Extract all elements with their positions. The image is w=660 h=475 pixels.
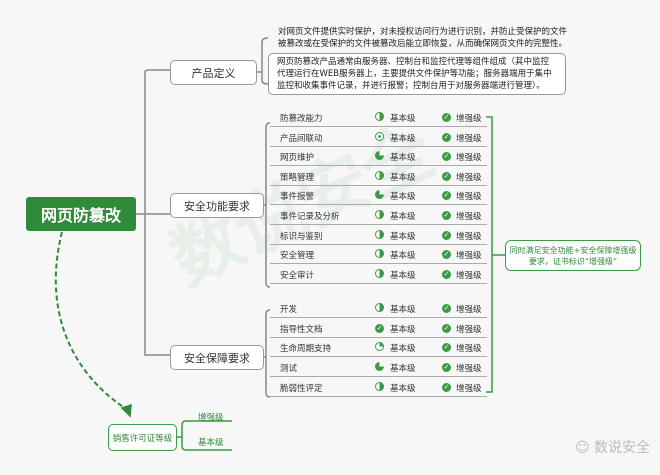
check-circle-icon: ✓: [442, 191, 451, 201]
enhanced-level-label: 增强级: [456, 270, 482, 281]
requirement-name: 事件报警: [280, 192, 315, 203]
check-circle-icon: ✓: [442, 304, 451, 313]
enhanced-level-label: 增强级: [456, 305, 482, 315]
requirement-name: 指导性文档: [280, 324, 323, 335]
three-quarter-circle-icon: [375, 362, 384, 372]
requirement-name: 生命周期支持: [280, 344, 332, 355]
category-product-definition: 产品定义: [170, 60, 257, 85]
requirement-row: 网页维护 基本级 ✓ 增强级: [270, 146, 487, 167]
basic-level-label: 基本级: [390, 364, 416, 375]
enhanced-level-label: 增强级: [456, 133, 482, 144]
basic-level-label: 基本级: [390, 344, 416, 355]
brand-logo: ☺ 数说安全: [575, 440, 651, 456]
basic-level-label: 基本级: [390, 114, 416, 124]
quarter-circle-icon: [375, 342, 384, 352]
enhanced-level-label: 增强级: [456, 251, 482, 262]
requirement-row: 策略管理 基本级 ✓ 增强级: [270, 166, 487, 186]
category-security-assurance: 安全保障要求: [170, 345, 264, 370]
check-circle-icon: ✓: [442, 250, 451, 260]
check-circle-icon: ✓: [442, 343, 451, 353]
requirement-row: 防篡改能力 基本级 ✓ 增强级: [270, 107, 487, 127]
basic-level-label: 基本级: [390, 251, 416, 262]
license-level-basic: 基本级: [198, 438, 224, 448]
requirement-name: 开发: [280, 305, 298, 315]
basic-level-label: 基本级: [390, 231, 416, 242]
requirement-row: 生命周期支持 基本级 ✓ 增强级: [270, 337, 487, 358]
requirement-row: 开发 基本级 ✓ 增强级: [270, 298, 487, 318]
requirement-name: 策略管理: [280, 172, 315, 183]
basic-level-label: 基本级: [390, 212, 416, 222]
half-circle-icon: [375, 112, 384, 121]
check-circle-icon: ✓: [442, 211, 451, 220]
requirement-name: 脆弱性评定: [280, 383, 323, 394]
requirement-name: 标识与鉴别: [280, 231, 323, 242]
description-function: 对网页文件提供实时保护，对未授权访问行为进行识别，并防止受保护的文件被篡改或在受…: [278, 27, 568, 49]
check-circle-icon: ✓: [375, 323, 384, 333]
basic-level-label: 基本级: [390, 305, 416, 315]
three-quarter-circle-icon: [375, 190, 384, 200]
requirement-row: 安全审计 基本级 ✓ 增强级: [270, 264, 487, 284]
license-level-enhanced: 增强级: [198, 413, 224, 423]
check-circle-icon: ✓: [442, 152, 451, 162]
half-circle-icon: [375, 170, 384, 180]
check-circle-icon: ✓: [442, 323, 451, 333]
enhanced-note: 同时满足安全功能+安全保障增强级要求，证书标识“增强级”: [505, 240, 641, 271]
enhanced-level-label: 增强级: [456, 364, 482, 375]
enhanced-level-label: 增强级: [456, 344, 482, 355]
requirement-row: 指导性文档 ✓ 基本级 ✓ 增强级: [270, 318, 487, 338]
basic-level-label: 基本级: [390, 153, 416, 164]
root-node: 网页防篡改: [26, 197, 136, 231]
requirement-row: 产品间联动 基本级 ✓ 增强级: [270, 127, 487, 147]
requirement-name: 测试: [280, 364, 298, 375]
enhanced-level-label: 增强级: [456, 383, 482, 394]
check-circle-icon: ✓: [442, 132, 451, 142]
enhanced-level-label: 增强级: [456, 172, 482, 183]
brand-name: 数说安全: [594, 440, 651, 456]
check-circle-icon: ✓: [442, 382, 451, 392]
check-circle-icon: ✓: [442, 363, 451, 373]
half-circle-icon: [375, 268, 384, 278]
check-circle-icon: ✓: [442, 269, 451, 279]
basic-level-label: 基本级: [390, 270, 416, 281]
enhanced-level-label: 增强级: [456, 153, 482, 164]
category-security-function: 安全功能要求: [170, 193, 264, 218]
description-components: 网页防篡改产品通常由服务器、控制台和监控代理等组件组成（其中监控代理运行在WEB…: [268, 53, 566, 95]
enhanced-level-label: 增强级: [456, 324, 482, 335]
dot-circle-icon: [375, 131, 384, 141]
check-circle-icon: ✓: [442, 171, 451, 181]
check-circle-icon: ✓: [442, 113, 451, 122]
requirement-row: 脆弱性评定 基本级 ✓ 增强级: [270, 377, 487, 397]
license-level-node: 销售许可证等级: [108, 424, 177, 451]
requirement-row: 安全管理 基本级 ✓ 增强级: [270, 244, 487, 265]
basic-level-label: 基本级: [390, 192, 416, 203]
basic-level-label: 基本级: [390, 172, 416, 183]
half-circle-icon: [375, 249, 384, 259]
half-circle-icon: [375, 229, 384, 239]
basic-level-label: 基本级: [390, 383, 416, 394]
enhanced-level-label: 增强级: [456, 114, 482, 124]
enhanced-level-label: 增强级: [456, 192, 482, 203]
half-circle-icon: [375, 303, 384, 312]
requirement-row: 标识与鉴别 基本级 ✓ 增强级: [270, 225, 487, 245]
basic-level-label: 基本级: [390, 324, 416, 335]
requirement-name: 安全审计: [280, 270, 315, 281]
enhanced-level-label: 增强级: [456, 231, 482, 242]
enhanced-level-label: 增强级: [456, 212, 482, 222]
requirement-row: 事件报警 基本级 ✓ 增强级: [270, 185, 487, 206]
requirement-name: 产品间联动: [280, 133, 323, 144]
half-circle-icon: [375, 210, 384, 219]
half-circle-icon: [375, 381, 384, 391]
basic-level-label: 基本级: [390, 133, 416, 144]
check-circle-icon: ✓: [442, 230, 451, 240]
requirement-name: 网页维护: [280, 153, 315, 164]
requirement-name: 防篡改能力: [280, 114, 323, 124]
requirement-row: 事件记录及分析 基本级 ✓ 增强级: [270, 205, 487, 225]
three-quarter-circle-icon: [375, 151, 384, 161]
requirement-row: 测试 基本级 ✓ 增强级: [270, 357, 487, 378]
requirement-name: 事件记录及分析: [280, 212, 340, 222]
requirement-name: 安全管理: [280, 251, 315, 262]
